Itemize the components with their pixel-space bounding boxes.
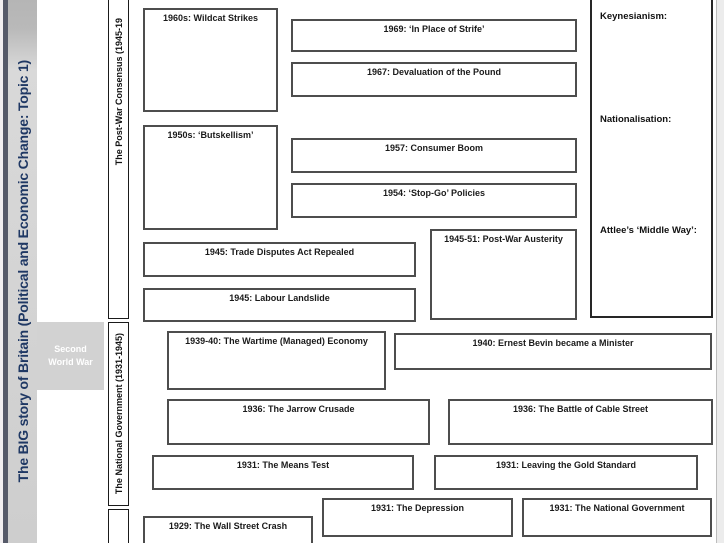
event-box-consumer-boom: 1957: Consumer Boom <box>291 138 577 173</box>
event-label-butskellism: 1950s: ‘Butskellism’ <box>167 130 254 140</box>
event-label-depression: 1931: The Depression <box>370 503 465 513</box>
event-label-in-place-of-strife: 1969: ‘In Place of Strife’ <box>383 24 485 34</box>
event-box-wartime-economy: 1939-40: The Wartime (Managed) Economy <box>167 331 386 390</box>
event-box-depression: 1931: The Depression <box>322 498 513 537</box>
event-label-devaluation-pound: 1967: Devaluation of the Pound <box>366 67 502 77</box>
window-left-gutter <box>0 0 3 543</box>
event-label-means-test: 1931: The Means Test <box>236 460 330 470</box>
event-label-trade-disputes-act: 1945: Trade Disputes Act Repealed <box>204 247 355 257</box>
event-box-devaluation-pound: 1967: Devaluation of the Pound <box>291 62 577 97</box>
event-label-wall-street-crash: 1929: The Wall Street Crash <box>168 521 288 531</box>
event-box-national-government: 1931: The National Government <box>522 498 712 537</box>
slide-left-edge-bar <box>3 0 8 543</box>
event-box-post-war-austerity: 1945-51: Post-War Austerity <box>430 229 577 320</box>
event-box-labour-landslide: 1945: Labour Landslide <box>143 288 416 322</box>
era-band-national-government: The National Government (1931-1945) <box>108 322 129 506</box>
event-box-wall-street-crash: 1929: The Wall Street Crash <box>143 516 313 543</box>
event-box-wildcat-strikes: 1960s: Wildcat Strikes <box>143 8 278 112</box>
event-box-jarrow-crusade: 1936: The Jarrow Crusade <box>167 399 430 445</box>
concept-label-attlee-middle-way: Attlee’s ‘Middle Way’: <box>600 225 697 236</box>
event-box-stop-go-policies: 1954: ‘Stop-Go’ Policies <box>291 183 577 218</box>
event-label-battle-cable-street: 1936: The Battle of Cable Street <box>512 404 649 414</box>
event-box-means-test: 1931: The Means Test <box>152 455 414 490</box>
second-world-war-marker: Second World War <box>37 322 104 390</box>
event-label-ernest-bevin: 1940: Ernest Bevin became a Minister <box>472 338 634 348</box>
slide-title-strip: The BIG story of Britain (Political and … <box>8 0 37 543</box>
event-box-gold-standard: 1931: Leaving the Gold Standard <box>434 455 698 490</box>
event-box-butskellism: 1950s: ‘Butskellism’ <box>143 125 278 230</box>
era-band-label-national-government: The National Government (1931-1945) <box>113 333 124 495</box>
event-label-wildcat-strikes: 1960s: Wildcat Strikes <box>163 13 258 23</box>
event-label-consumer-boom: 1957: Consumer Boom <box>384 143 484 153</box>
event-label-stop-go-policies: 1954: ‘Stop-Go’ Policies <box>382 188 486 198</box>
concepts-panel: Keynesianism: Nationalisation: Attlee’s … <box>590 0 713 318</box>
event-box-trade-disputes-act: 1945: Trade Disputes Act Repealed <box>143 242 416 277</box>
event-box-ernest-bevin: 1940: Ernest Bevin became a Minister <box>394 333 712 370</box>
era-band-postwar-consensus: The Post-War Consensus (1945-19 <box>108 0 129 319</box>
concept-label-nationalisation: Nationalisation: <box>600 114 672 125</box>
era-band-label-postwar-consensus: The Post-War Consensus (1945-19 <box>113 18 124 166</box>
event-box-in-place-of-strife: 1969: ‘In Place of Strife’ <box>291 19 577 52</box>
event-label-national-government: 1931: The National Government <box>549 503 685 513</box>
event-label-jarrow-crusade: 1936: The Jarrow Crusade <box>242 404 355 414</box>
event-label-wartime-economy: 1939-40: The Wartime (Managed) Economy <box>185 336 368 346</box>
event-label-labour-landslide: 1945: Labour Landslide <box>229 293 330 303</box>
page-title: The BIG story of Britain (Political and … <box>14 60 31 483</box>
event-label-gold-standard: 1931: Leaving the Gold Standard <box>495 460 637 470</box>
era-band-next <box>108 509 129 543</box>
window-right-gutter <box>716 0 724 543</box>
war-marker-line2: World War <box>48 357 93 367</box>
event-label-post-war-austerity: 1945-51: Post-War Austerity <box>444 234 563 244</box>
war-marker-line1: Second <box>54 343 87 354</box>
event-box-battle-cable-street: 1936: The Battle of Cable Street <box>448 399 713 445</box>
concept-label-keynesianism: Keynesianism: <box>600 11 668 22</box>
